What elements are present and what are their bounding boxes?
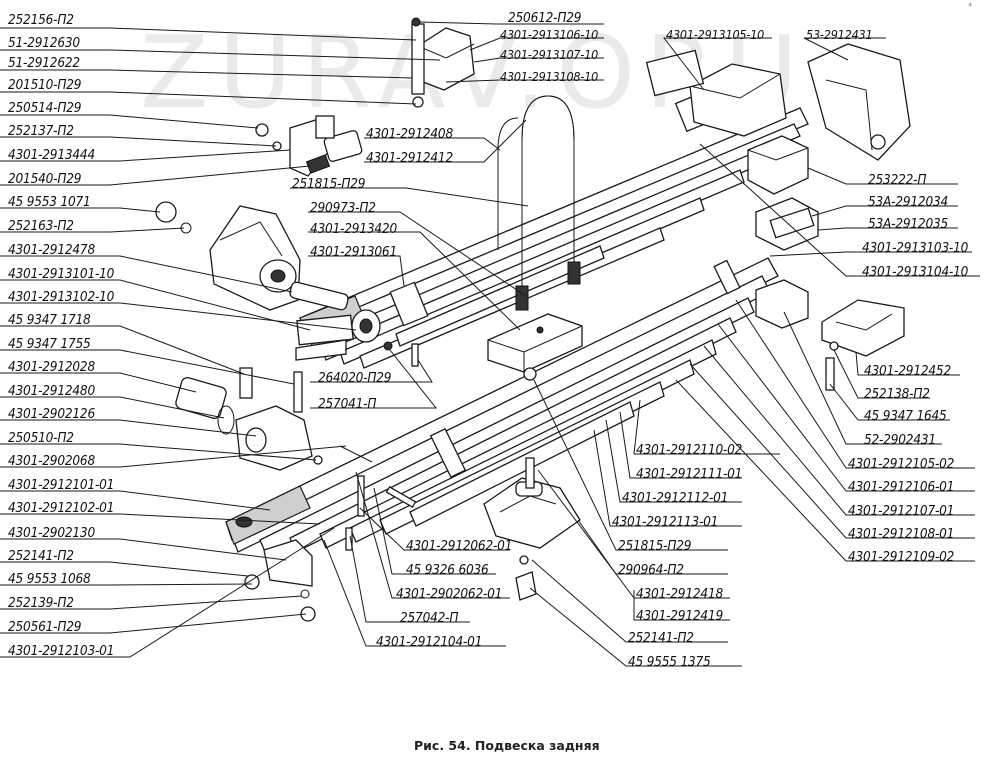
label-4301-2902130: 4301-2902130 <box>8 525 95 541</box>
label-4301-2913061: 4301-2913061 <box>310 244 397 260</box>
label-45-9553-1068: 45 9553 1068 <box>8 571 91 587</box>
label-4301-2912480: 4301-2912480 <box>8 383 95 399</box>
label-4301-2912419: 4301-2912419 <box>636 608 723 624</box>
label-4301-2912101-01: 4301-2912101-01 <box>8 477 115 493</box>
label-201540: 201540-П29 <box>8 171 82 187</box>
figure-caption: Рис. 54. Подвеска задняя <box>414 738 600 753</box>
label-4301-2913101-10: 4301-2913101-10 <box>8 266 115 282</box>
label-251815-mid: 251815-П29 <box>292 176 366 192</box>
label-45-9326-6036: 45 9326 6036 <box>406 562 489 578</box>
label-4301-2912107-01: 4301-2912107-01 <box>848 503 955 519</box>
label-4301-2912103-01: 4301-2912103-01 <box>8 643 115 659</box>
label-4301-2912104-01: 4301-2912104-01 <box>376 634 483 650</box>
label-4301-2912105-02: 4301-2912105-02 <box>848 456 955 472</box>
label-201510: 201510-П29 <box>8 77 82 93</box>
label-257041: 257041-П <box>318 396 377 412</box>
label-51-2912622: 51-2912622 <box>8 55 80 71</box>
label-4301-2912108-01: 4301-2912108-01 <box>848 526 955 542</box>
rear-bracket <box>645 43 911 161</box>
label-4301-2913108-10: 4301-2913108-10 <box>500 69 599 84</box>
label-4301-2913106-10: 4301-2913106-10 <box>500 27 599 42</box>
label-252141-bottom: 252141-П2 <box>628 630 694 646</box>
label-4301-2912418: 4301-2912418 <box>636 586 723 602</box>
label-4301-2912109-02: 4301-2912109-02 <box>848 549 955 565</box>
label-4301-2913103-10: 4301-2913103-10 <box>862 240 969 256</box>
label-4301-2912102-01: 4301-2912102-01 <box>8 500 115 516</box>
label-4301-2912111-01: 4301-2912111-01 <box>636 466 743 482</box>
label-4301-2912412: 4301-2912412 <box>366 150 453 166</box>
label-252137: 252137-П2 <box>8 123 74 139</box>
u-bolts <box>497 95 581 311</box>
upper-shackle <box>255 115 363 177</box>
label-252138: 252138-П2 <box>864 386 930 402</box>
label-4301-2902062-01: 4301-2902062-01 <box>396 586 503 602</box>
leader-lines <box>0 21 980 667</box>
corner-mark: * <box>968 2 973 12</box>
label-45-9347-1718: 45 9347 1718 <box>8 312 91 328</box>
label-251815-bottom: 251815-П29 <box>618 538 692 554</box>
label-253222: 253222-П <box>868 172 927 188</box>
label-4301-2902068: 4301-2902068 <box>8 453 95 469</box>
label-257042: 257042-П <box>400 610 459 626</box>
label-4301-2912478: 4301-2912478 <box>8 242 95 258</box>
label-264020: 264020-П29 <box>318 370 392 386</box>
front-bracket <box>209 205 354 361</box>
label-250514: 250514-П29 <box>8 100 82 116</box>
label-4301-2913444: 4301-2913444 <box>8 147 95 163</box>
label-4301-2913420: 4301-2913420 <box>310 221 397 237</box>
label-53a-2912034: 53А-2912034 <box>868 194 949 210</box>
label-52-2902431: 52-2902431 <box>864 432 936 448</box>
label-252163: 252163-П2 <box>8 218 74 234</box>
label-51-2912630: 51-2912630 <box>8 35 80 51</box>
label-4301-2913102-10: 4301-2913102-10 <box>8 289 115 305</box>
label-45-9347-1645: 45 9347 1645 <box>864 408 947 424</box>
label-250612: 250612-П29 <box>508 10 582 26</box>
label-252156: 252156-П2 <box>8 12 74 28</box>
lower-center-parts <box>339 341 581 601</box>
label-4301-2913107-10: 4301-2913107-10 <box>500 47 599 62</box>
label-4301-2912408: 4301-2912408 <box>366 126 453 142</box>
label-290973: 290973-П2 <box>310 200 376 216</box>
label-45-9553-1071: 45 9553 1071 <box>8 194 91 210</box>
label-4301-2913104-10: 4301-2913104-10 <box>862 264 969 280</box>
label-53-2912431: 53-2912431 <box>806 27 873 42</box>
label-53a-2912035: 53А-2912035 <box>868 216 949 232</box>
label-45-9555-1375: 45 9555 1375 <box>628 654 711 670</box>
label-4301-2912106-01: 4301-2912106-01 <box>848 479 955 495</box>
label-4301-2912112-01: 4301-2912112-01 <box>622 490 729 506</box>
label-252139: 252139-П2 <box>8 595 74 611</box>
spring-pad <box>487 313 583 373</box>
label-290964: 290964-П2 <box>618 562 684 578</box>
label-4301-2912062-01: 4301-2912062-01 <box>406 538 513 554</box>
label-4301-2913105-10: 4301-2913105-10 <box>666 27 765 42</box>
label-4301-2912452: 4301-2912452 <box>864 363 951 379</box>
label-4301-2902126: 4301-2902126 <box>8 406 95 422</box>
label-45-9347-1755: 45 9347 1755 <box>8 336 91 352</box>
label-250510: 250510-П2 <box>8 430 74 446</box>
top-bracket <box>411 17 475 108</box>
label-250561: 250561-П29 <box>8 619 82 635</box>
label-4301-2912113-01: 4301-2912113-01 <box>612 514 719 530</box>
label-252141-left: 252141-П2 <box>8 548 74 564</box>
label-4301-2912028: 4301-2912028 <box>8 359 95 375</box>
label-4301-2912110-02: 4301-2912110-02 <box>636 442 743 458</box>
